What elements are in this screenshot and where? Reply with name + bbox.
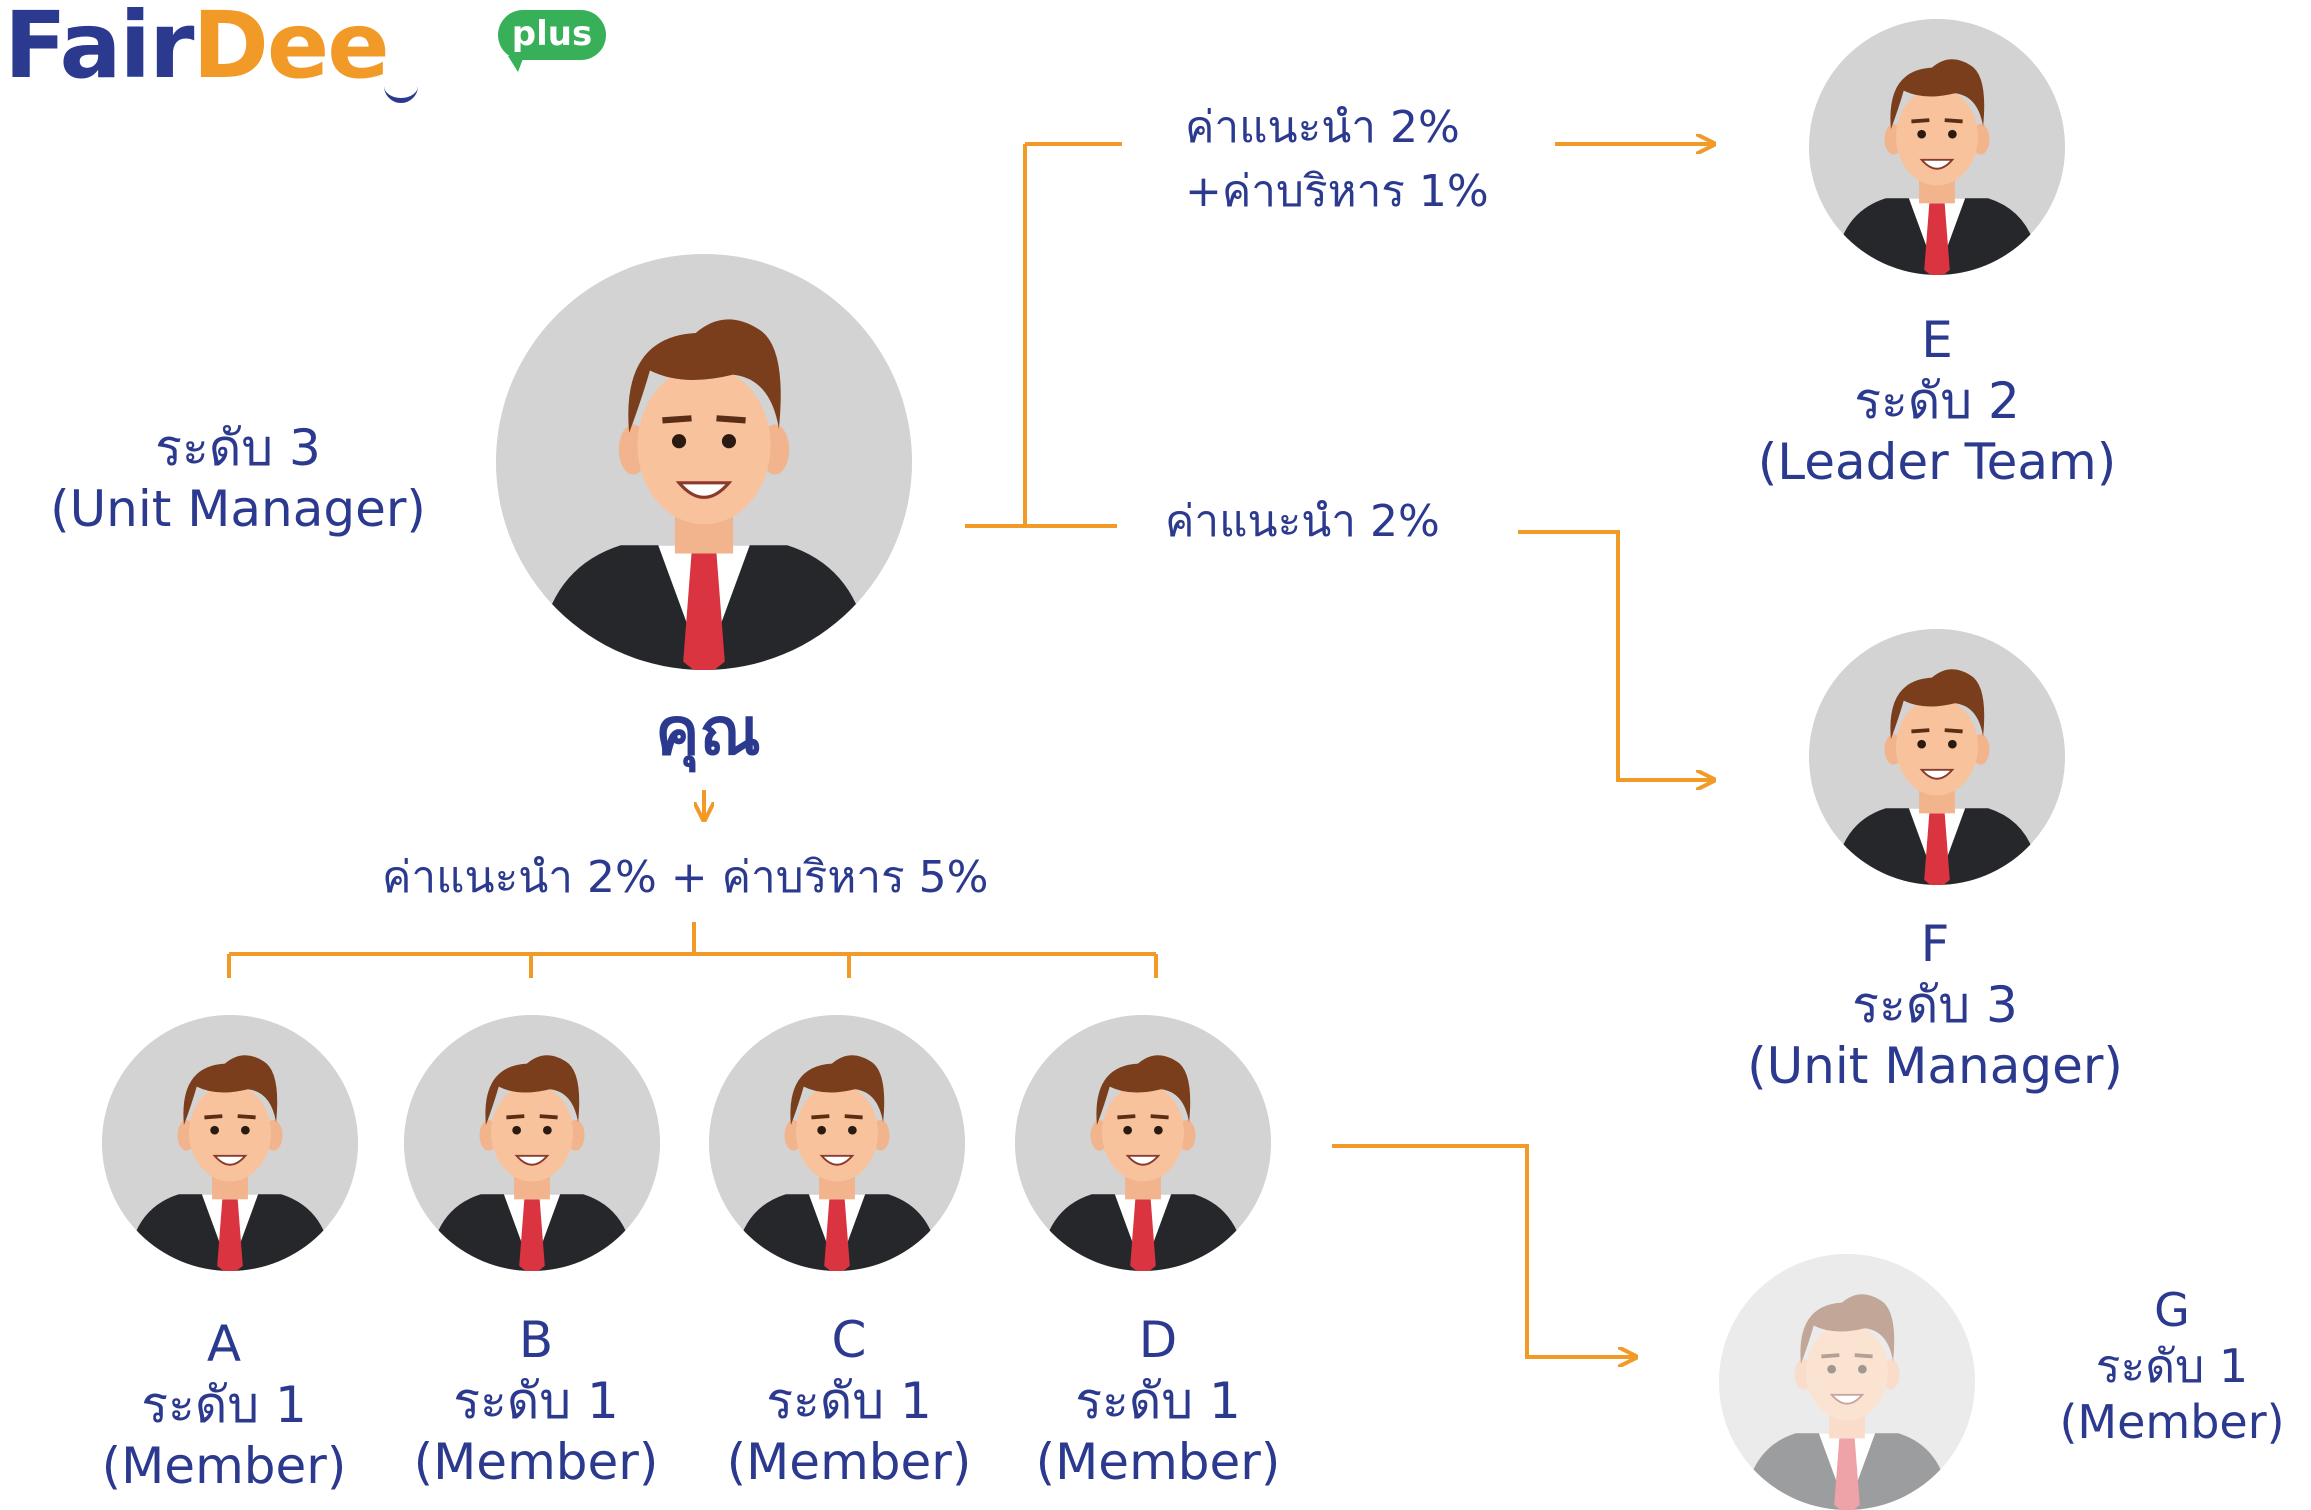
upline-e-letter: E xyxy=(1921,311,1953,369)
member-d-title: (Member) xyxy=(1035,1433,1281,1491)
avatar-a xyxy=(102,1015,358,1271)
member-b-label: B ระดับ 1 (Member) xyxy=(414,1310,659,1493)
fee-to-e: ค่าแนะนำ 2% +ค่าบริหาร 1% xyxy=(1185,96,1489,224)
logo-part2: Dee xyxy=(192,0,389,99)
upline-f-title: (Unit Manager) xyxy=(1747,1037,2123,1095)
member-a-letter: A xyxy=(206,1315,242,1373)
you-level-label: ระดับ 3 (Unit Manager) xyxy=(50,418,426,540)
upline-f-label: F ระดับ 3 (Unit Manager) xyxy=(1747,914,2123,1097)
you-level: ระดับ 3 xyxy=(155,419,321,477)
member-d-label: D ระดับ 1 (Member) xyxy=(1036,1310,1281,1493)
fee-to-f: ค่าแนะนำ 2% xyxy=(1165,496,1440,547)
you-name: คุณ xyxy=(655,693,761,770)
member-d-letter: D xyxy=(1138,1311,1178,1369)
avatar-f xyxy=(1809,629,2065,885)
member-a-title: (Member) xyxy=(101,1437,347,1495)
member-b-level: ระดับ 1 xyxy=(453,1372,619,1430)
upline-e-title: (Leader Team) xyxy=(1757,433,2117,491)
avatar-you xyxy=(496,254,912,670)
avatar-g xyxy=(1719,1254,1975,1510)
line-to-f xyxy=(1518,530,1712,780)
member-d-level: ระดับ 1 xyxy=(1075,1372,1241,1430)
member-c-title: (Member) xyxy=(726,1433,972,1491)
line-to-g xyxy=(1332,1144,1634,1357)
upline-e-level: ระดับ 2 xyxy=(1854,372,2020,430)
fee-to-members: ค่าแนะนำ 2% + ค่าบริหาร 5% xyxy=(382,852,989,903)
member-c-letter: C xyxy=(831,1311,867,1369)
member-c-label: C ระดับ 1 (Member) xyxy=(727,1310,972,1493)
fairdee-logo: FairDee xyxy=(4,0,390,92)
member-a-level: ระดับ 1 xyxy=(141,1376,307,1434)
upline-f-letter: F xyxy=(1920,915,1950,973)
fee-to-e-line1: ค่าแนะนำ 2% xyxy=(1185,102,1460,153)
member-c-level: ระดับ 1 xyxy=(766,1372,932,1430)
logo-part1: Fair xyxy=(4,0,194,99)
outside-g-level: ระดับ 1 xyxy=(2095,1339,2249,1394)
outside-g-label: G ระดับ 1 (Member) xyxy=(2059,1282,2284,1450)
member-b-letter: B xyxy=(518,1311,554,1369)
logo-badge: plus xyxy=(498,10,606,72)
logo-smile-icon xyxy=(384,78,418,103)
member-b-title: (Member) xyxy=(413,1433,659,1491)
you-title: (Unit Manager) xyxy=(50,480,426,538)
avatar-b xyxy=(404,1015,660,1271)
outside-g-title: (Member) xyxy=(2059,1395,2285,1450)
avatar-d xyxy=(1015,1015,1271,1271)
member-a-label: A ระดับ 1 (Member) xyxy=(102,1314,347,1497)
outside-g-letter: G xyxy=(2154,1283,2190,1337)
fee-to-e-line2: +ค่าบริหาร 1% xyxy=(1185,165,1489,217)
upline-f-level: ระดับ 3 xyxy=(1852,976,2018,1034)
avatar-c xyxy=(709,1015,965,1271)
upline-e-label: E ระดับ 2 (Leader Team) xyxy=(1758,310,2117,493)
avatar-e xyxy=(1809,19,2065,275)
